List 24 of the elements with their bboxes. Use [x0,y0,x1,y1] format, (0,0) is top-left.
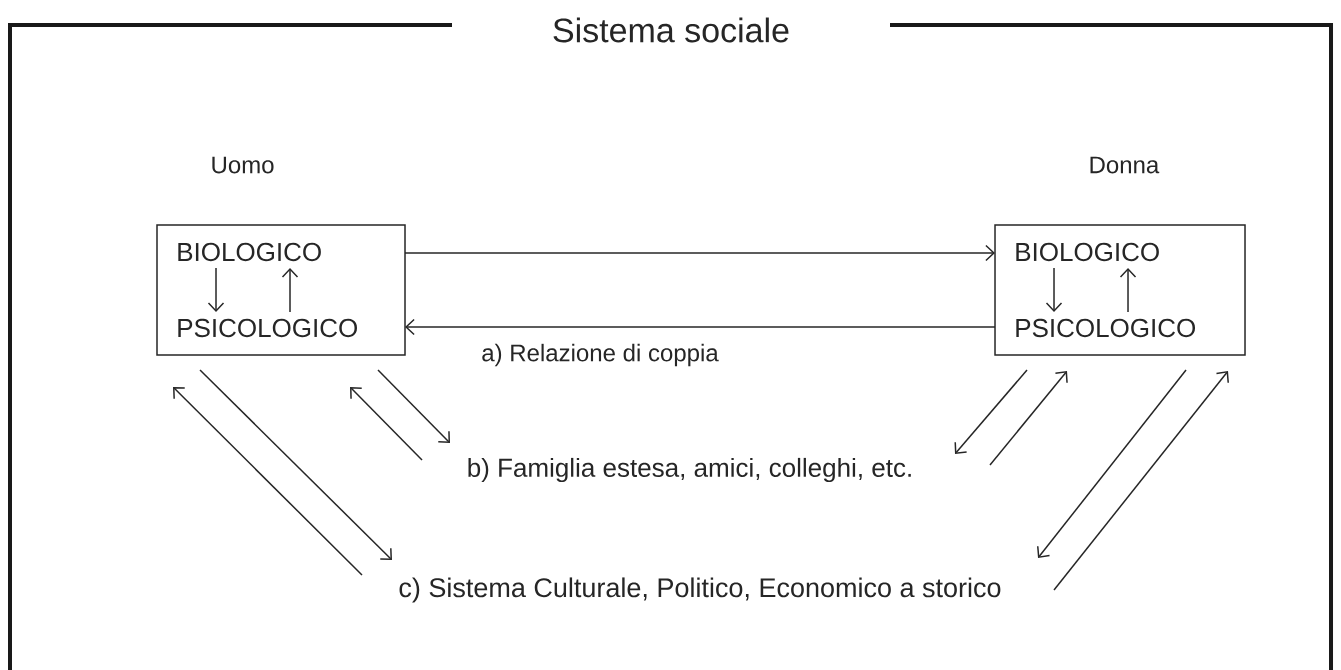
arrow [281,268,299,313]
arrow [954,369,1028,454]
box-text: BIOLOGICO [1016,242,1159,262]
arrow [1119,268,1137,313]
box-text: BIOLOGICO [178,242,321,262]
node-label: Donna [1090,156,1160,174]
arrow [377,369,450,443]
level-text: b) Famiglia estesa, amici, colleghi, etc. [468,457,911,483]
arrow [1045,267,1063,312]
arrow [207,267,225,312]
arrow [1053,371,1229,591]
node-label: Uomo [212,156,274,174]
arrow [173,387,363,576]
title: Sistema sociale [553,17,789,43]
relation-label: a) Relazione di coppia [482,343,719,367]
arrow [989,371,1068,466]
arrow [1037,369,1187,558]
level-text: c) Sistema Culturale, Politico, Economico a storico [399,577,1001,603]
box-text: PSICOLOGICO [1016,318,1195,338]
arrow [405,318,996,336]
arrow [404,244,995,262]
arrow [199,369,392,560]
box-text: PSICOLOGICO [178,318,357,338]
arrow [350,387,423,461]
